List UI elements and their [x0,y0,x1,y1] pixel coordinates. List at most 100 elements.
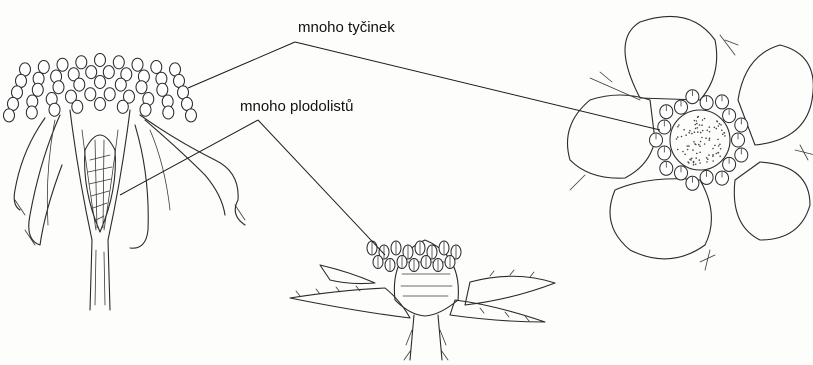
carpel-dot [709,131,711,133]
carpel-dot [689,130,691,132]
carpel-dot [683,129,685,131]
carpel-dot [684,154,686,156]
stamen-ring-top [650,90,748,191]
carpel-dot [712,154,714,156]
carpel-dot [677,126,679,128]
anther-mark [103,66,114,79]
carpel-dot [701,137,703,139]
carpel-dots-top [676,116,726,166]
carpel-dot [707,158,709,160]
carpel-dot [720,124,722,126]
carpel-dot [704,143,706,145]
carpel-dot [712,148,714,150]
carpel-dot [697,127,699,129]
anther-mark [85,88,96,101]
leader-lines [120,42,660,255]
carpel-dot [714,145,716,147]
carpel-dot [724,135,726,137]
carpel-dot [695,157,697,159]
carpel-dot [712,160,714,162]
carpel-dot [718,152,720,154]
carpel-dot [695,164,697,166]
carpel-dot [719,144,721,146]
anther-mark [115,78,126,91]
carpel-dot [691,133,693,135]
carpel-dot [699,124,701,126]
carpel-dot [723,132,725,134]
leader-carpels-middle [258,120,385,255]
carpel-dot [704,118,706,120]
carpel-dot [721,130,723,132]
carpel-dot [688,132,690,134]
anther-mark [32,83,43,96]
anther-mark [4,109,15,122]
carpel-dot [708,154,710,156]
anther-mark [26,106,37,119]
anther-mark [132,58,143,71]
carpel-dot [714,127,716,129]
carpel-dot [706,157,708,159]
carpel-dot [719,155,721,157]
carpel-dot [702,130,704,132]
carpel-dot [692,149,694,151]
carpel-dot [688,162,690,164]
carpel-dot [716,153,718,155]
flower-top-view [568,16,813,270]
anther-mark [53,81,64,94]
label-stamens: mnoho tyčinek [298,20,395,35]
carpel-dot [677,136,679,138]
anther-mark [151,61,162,74]
carpel-dot [696,120,698,122]
carpel-dot [686,145,688,147]
carpel-dot [706,161,708,163]
carpel-dot [677,149,679,151]
carpel-dot [719,123,721,125]
carpel-dot [701,124,703,126]
carpel-dot [699,159,701,161]
carpel-dot [691,158,693,160]
carpel-dot [676,138,678,140]
carpel-dot [705,137,707,139]
carpel-dot [716,128,718,130]
anther-mark [104,88,115,101]
anther-mark [136,81,147,94]
carpel-dot [716,120,718,122]
anther-mark [38,61,49,74]
anther-mark [86,66,97,79]
carpel-dot [700,132,702,134]
carpel-dot [712,155,714,157]
leader-stamens-right [295,42,660,130]
carpel-dot [722,133,724,135]
carpel-dot [682,151,684,153]
leader-stamens-left [188,42,295,88]
anther-mark [57,58,68,71]
carpel-dot [697,131,699,133]
carpel-dot [694,120,696,122]
anther-mark [140,103,151,116]
carpel-dot [678,124,680,126]
anther-mark [74,78,85,91]
anther-mark [95,76,106,89]
label-carpels: mnoho plodolistů [240,99,353,114]
carpel-dot [709,126,711,128]
flower-section-left [4,54,246,311]
carpel-dot [687,149,689,151]
carpel-dot [693,164,695,166]
carpel-dot [693,162,695,164]
carpel-dot [706,130,708,132]
carpel-dot [720,148,722,150]
anther-mark [117,100,128,113]
anther-mark [95,54,106,67]
carpel-dot [695,144,697,146]
carpel-dot [709,138,711,140]
carpel-dot [700,141,702,143]
carpel-dot [702,119,704,121]
anther-mark [76,56,87,69]
anther-mark [157,83,168,96]
leader-carpels-left [120,120,258,195]
carpel-dot [699,145,701,147]
anther-mark [95,98,106,111]
anther-mark [163,106,174,119]
